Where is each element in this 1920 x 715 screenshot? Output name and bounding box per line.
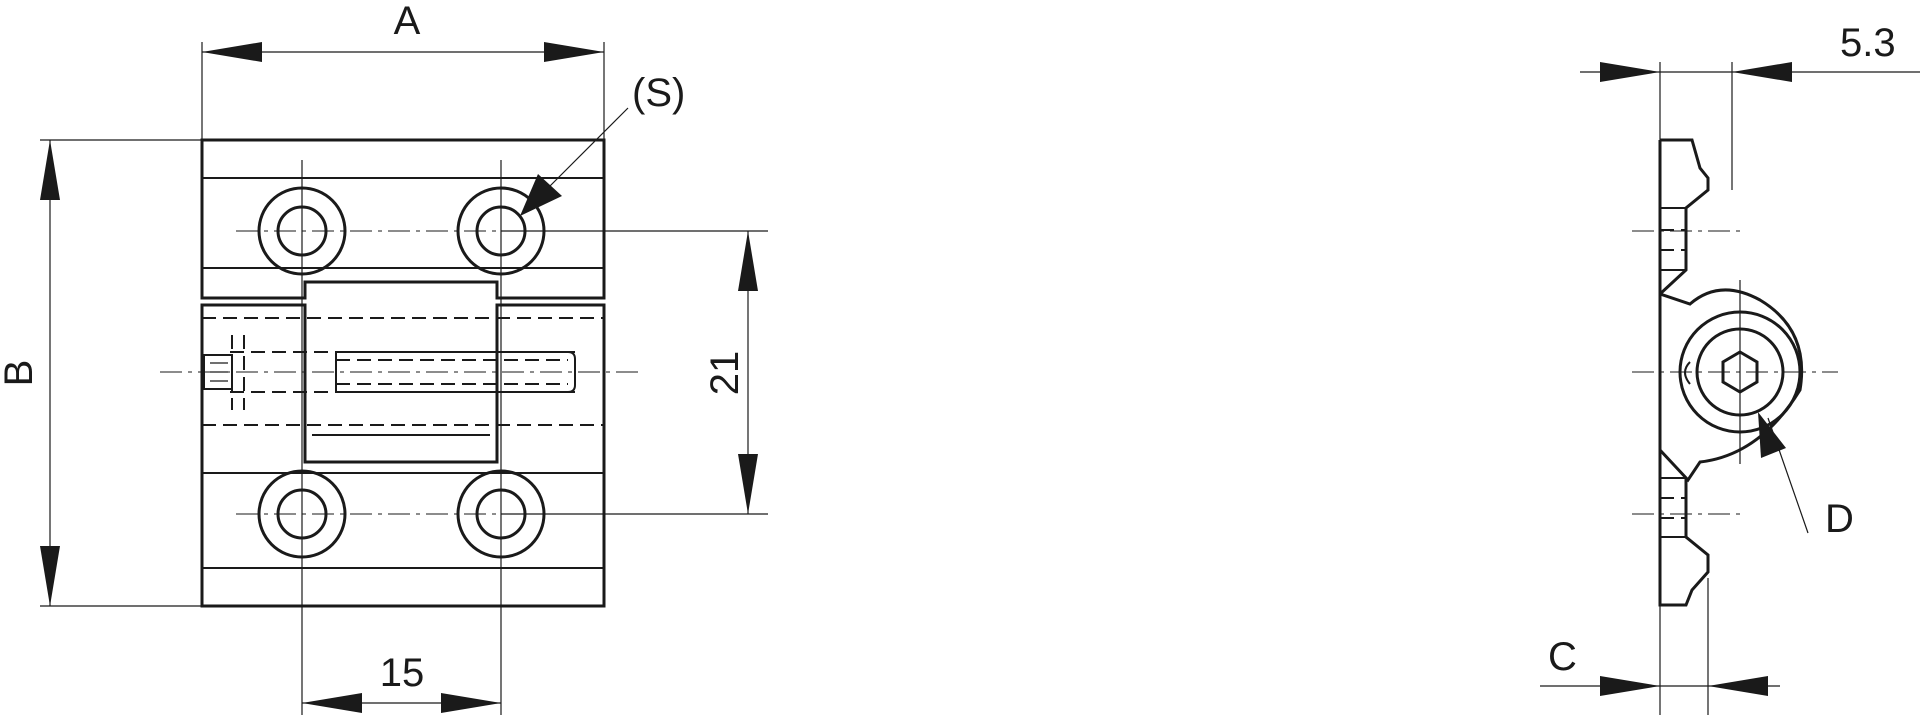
dimension-15: 15 bbox=[302, 651, 501, 713]
callout-d: D bbox=[1758, 412, 1854, 541]
callout-screw-s: (S) bbox=[520, 71, 685, 216]
dimension-c: C bbox=[1540, 578, 1780, 715]
label-screw-s: (S) bbox=[632, 71, 685, 115]
label-dim-a: A bbox=[394, 0, 421, 43]
side-view bbox=[1632, 138, 1838, 607]
label-dim-15: 15 bbox=[380, 651, 425, 695]
dimension-b: B bbox=[0, 139, 202, 607]
dimension-5-3: 5.3 bbox=[1580, 21, 1920, 190]
label-dim-21: 21 bbox=[703, 351, 747, 396]
label-dim-b: B bbox=[0, 360, 41, 387]
label-dim-5-3: 5.3 bbox=[1840, 21, 1896, 65]
front-view bbox=[160, 138, 640, 715]
lower-leaf bbox=[200, 303, 606, 608]
label-dim-c: C bbox=[1548, 635, 1577, 679]
dimension-21: 21 bbox=[501, 230, 768, 515]
label-dim-d: D bbox=[1825, 497, 1854, 541]
front-center-lines bbox=[160, 160, 640, 715]
dimension-a: A bbox=[201, 0, 605, 140]
